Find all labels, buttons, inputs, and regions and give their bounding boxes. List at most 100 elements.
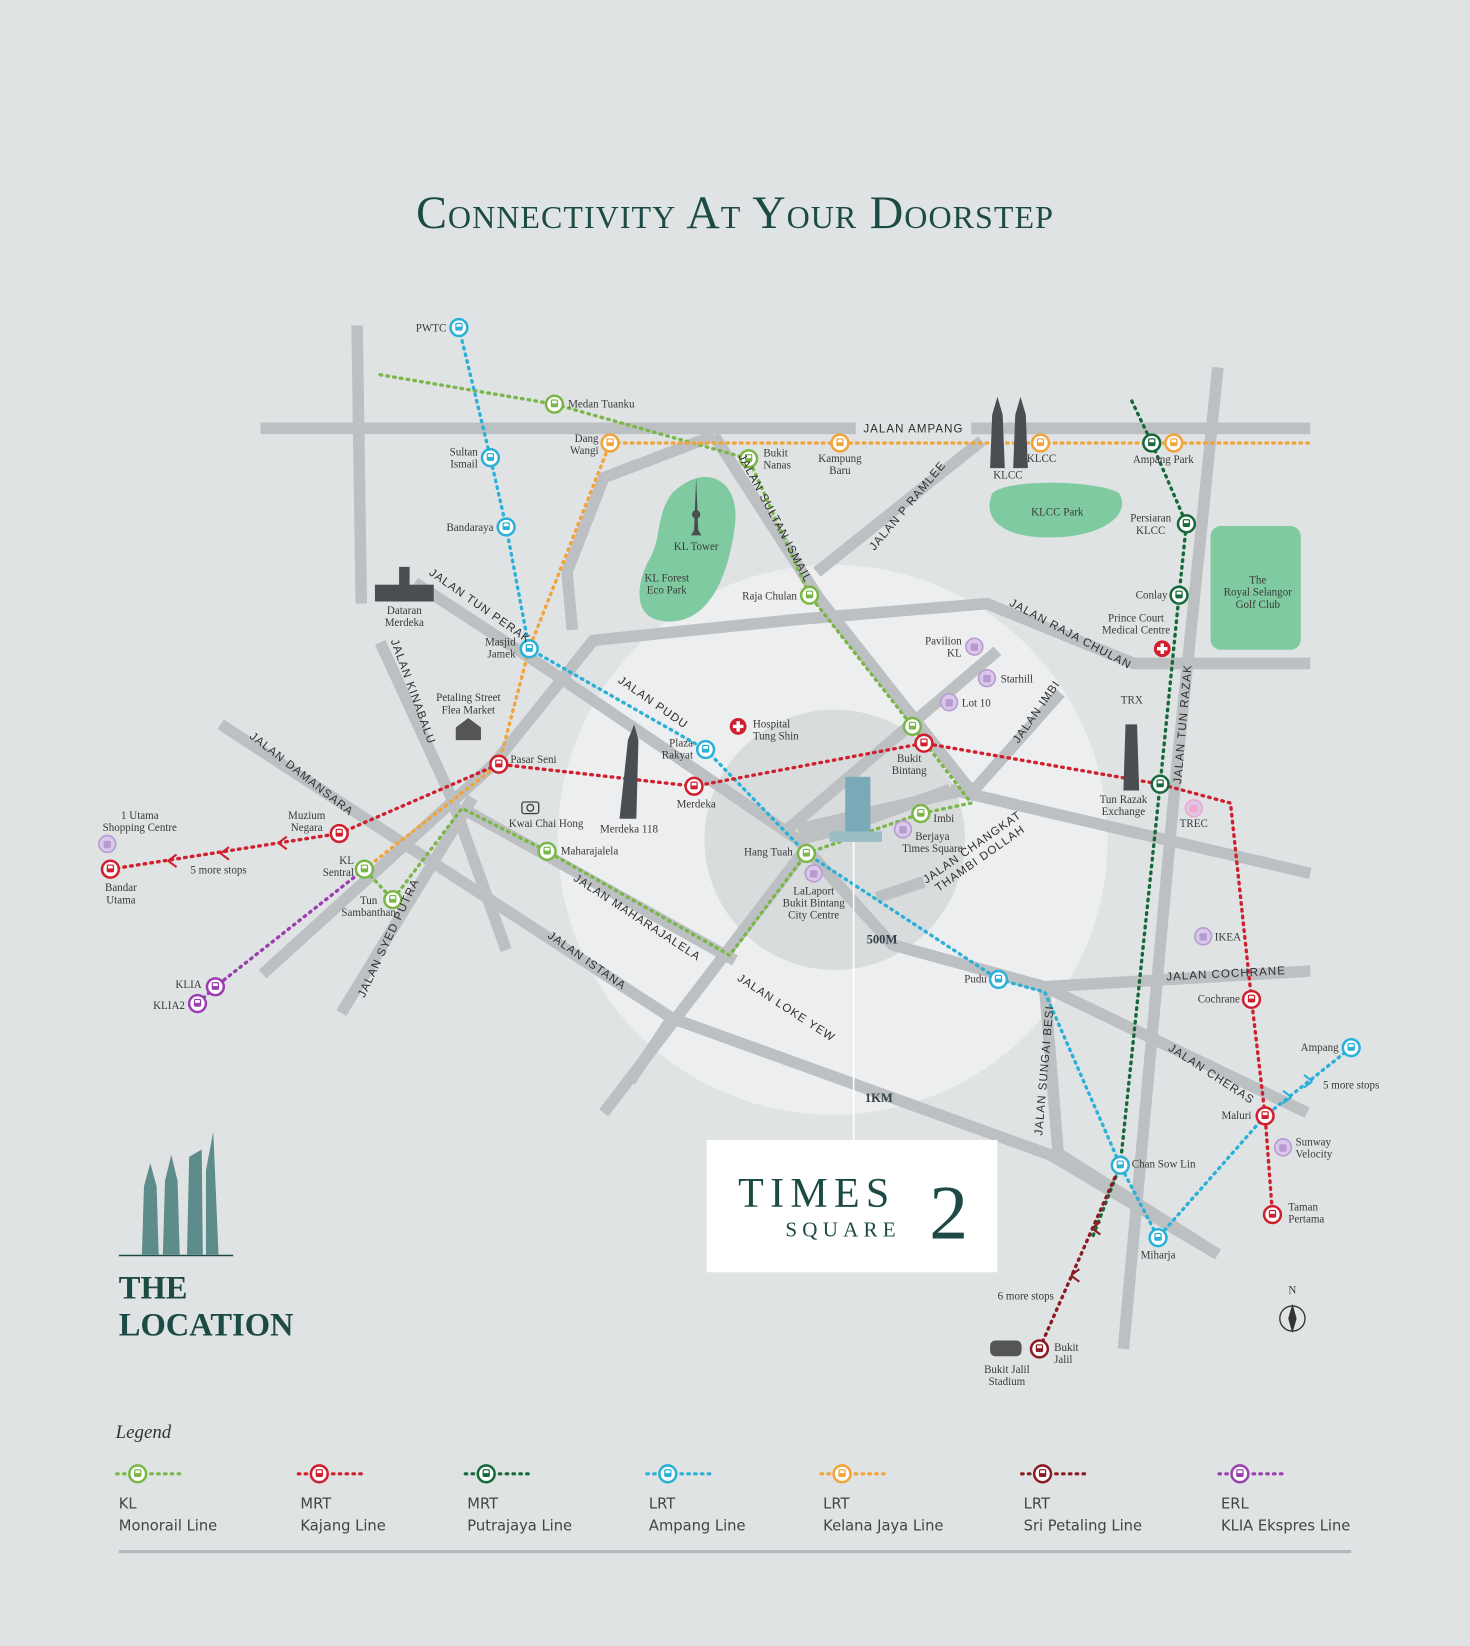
logo-square: SQUARE bbox=[785, 1218, 900, 1242]
legend-type: KL bbox=[119, 1495, 138, 1512]
station-tun-razak-exchange-icon[interactable] bbox=[1150, 774, 1170, 794]
road-segment bbox=[1038, 986, 1065, 1156]
station-masjid-jamek-icon[interactable] bbox=[519, 639, 539, 659]
station-tun-sambanthan-icon[interactable] bbox=[383, 889, 403, 910]
station-klia2-icon[interactable] bbox=[187, 993, 208, 1014]
lalaport-shopping-icon[interactable] bbox=[804, 864, 823, 883]
location-line2: LOCATION bbox=[119, 1307, 294, 1343]
lot10-shopping-icon[interactable] bbox=[939, 693, 959, 712]
station-bandaraya-icon[interactable] bbox=[496, 517, 516, 537]
station-label-imbi: Imbi bbox=[933, 813, 954, 825]
station-bukit-bintang-icon[interactable] bbox=[902, 716, 923, 737]
landmark-label-kl-forest-text: Eco Park bbox=[647, 585, 688, 597]
station-label-persiaran-klcc-text: Persiaran bbox=[1130, 513, 1171, 525]
station-label-conlay-text: Conlay bbox=[1136, 589, 1168, 601]
kwai-chai-hong-camera-icon[interactable] bbox=[521, 801, 540, 815]
station-label-kampung-baru-text: Kampung bbox=[818, 453, 862, 465]
tung-shin-hospital-icon[interactable] bbox=[729, 718, 747, 735]
ikea-shopping-icon[interactable] bbox=[1194, 927, 1213, 946]
prince-court-hospital-icon[interactable] bbox=[1153, 640, 1171, 658]
north-label: N bbox=[1288, 1284, 1296, 1296]
station-imbi-icon[interactable] bbox=[911, 803, 931, 824]
landmark-label-petaling-text: Petaling Street bbox=[436, 692, 501, 704]
station-kl-sentral-icon[interactable] bbox=[354, 859, 375, 879]
legend-monorail-train-icon bbox=[128, 1464, 148, 1484]
legend-kelana-train-icon bbox=[832, 1464, 852, 1484]
landmark-label-golf-text: Golf Club bbox=[1236, 599, 1281, 611]
station-ampang-icon[interactable] bbox=[1341, 1037, 1361, 1058]
station-medan-tuanku-icon[interactable] bbox=[544, 394, 565, 414]
direction-arrow-icon bbox=[1282, 1089, 1292, 1105]
station-raja-chulan-icon[interactable] bbox=[799, 585, 820, 605]
landmark-label-golf-text: The bbox=[1249, 575, 1266, 587]
kl-tower-icon bbox=[690, 477, 702, 536]
station-miharja-icon[interactable] bbox=[1148, 1227, 1168, 1248]
berjaya-shopping-icon[interactable] bbox=[893, 820, 913, 839]
station-plaza-rakyat-icon[interactable] bbox=[695, 739, 716, 760]
station-bukit-jalil-icon[interactable] bbox=[1029, 1339, 1050, 1359]
page-title: Connectivity At Your Doorstep bbox=[416, 187, 1054, 238]
station-label-maluri-text: Maluri bbox=[1221, 1110, 1251, 1122]
station-klia-icon[interactable] bbox=[205, 977, 226, 997]
station-cochrane-icon[interactable] bbox=[1241, 989, 1262, 1010]
station-pwtc-icon[interactable] bbox=[449, 317, 469, 338]
kl-skyline-icon bbox=[118, 1131, 234, 1257]
station-ampang-park-icon[interactable] bbox=[1164, 433, 1184, 453]
station-label-ampang-text: Ampang bbox=[1301, 1042, 1339, 1054]
station-pasar-seni-icon[interactable] bbox=[489, 754, 509, 774]
poi-label-prince-court-text: Prince Court bbox=[1108, 612, 1164, 624]
clock-tower-icon bbox=[399, 566, 410, 586]
station-conlay-icon[interactable] bbox=[1169, 585, 1189, 605]
note-more-stops-south: 6 more stops bbox=[998, 1291, 1054, 1303]
station-ampang-park-icon[interactable] bbox=[1142, 433, 1162, 453]
station-taman-pertama-icon[interactable] bbox=[1262, 1204, 1283, 1225]
starhill-shopping-icon[interactable] bbox=[977, 668, 997, 688]
pavilion-shopping-icon[interactable] bbox=[965, 637, 984, 656]
station-sultan-ismail-icon[interactable] bbox=[480, 448, 501, 468]
station-bukit-nanas-icon[interactable] bbox=[738, 449, 759, 469]
station-chan-sow-lin-icon[interactable] bbox=[1110, 1155, 1130, 1175]
road-segment bbox=[625, 1015, 677, 1085]
station-maharajalela-icon[interactable] bbox=[537, 841, 557, 862]
station-persiaran-klcc-icon[interactable] bbox=[1176, 514, 1197, 534]
station-bandar-utama-icon[interactable] bbox=[100, 859, 121, 879]
legend-type: LRT bbox=[823, 1495, 850, 1512]
station-klcc-icon[interactable] bbox=[1030, 433, 1051, 453]
legend-type: ERL bbox=[1221, 1495, 1249, 1512]
logo-times: TIMES bbox=[738, 1171, 895, 1217]
station-hang-tuah-icon[interactable] bbox=[796, 843, 817, 864]
legend-type: LRT bbox=[649, 1495, 676, 1512]
station-label-medan-tuanku: Medan Tuanku bbox=[568, 398, 635, 410]
landmark-label-trx-text: TRX bbox=[1121, 694, 1143, 706]
station-pudu-icon[interactable] bbox=[988, 969, 1009, 990]
station-label-cochrane: Cochrane bbox=[1198, 994, 1240, 1006]
sunway-shopping-icon[interactable] bbox=[1273, 1138, 1293, 1157]
landmark-label-dataran-text: Merdeka bbox=[385, 617, 424, 629]
legend-ampang-train-icon bbox=[658, 1464, 678, 1484]
station-bukit-bintang-icon[interactable] bbox=[914, 733, 934, 753]
station-label-bukit-nanas-text: Nanas bbox=[763, 460, 791, 472]
station-muzium-negara-icon[interactable] bbox=[329, 823, 349, 844]
station-label-hang-tuah: Hang Tuah bbox=[744, 847, 793, 859]
road-label-text: JALAN AMPANG bbox=[863, 423, 963, 435]
ampang-line bbox=[457, 325, 1353, 1241]
one-utama-shopping-icon[interactable] bbox=[98, 834, 117, 854]
trec-shopping-icon[interactable] bbox=[1184, 799, 1203, 818]
station-merdeka-icon[interactable] bbox=[684, 776, 704, 796]
landmark-label-dataran-text: Dataran bbox=[387, 605, 422, 617]
station-kampung-baru-icon[interactable] bbox=[830, 433, 850, 453]
station-label-kampung-baru-text: Baru bbox=[829, 465, 851, 477]
station-maluri-icon[interactable] bbox=[1255, 1106, 1275, 1126]
station-dang-wangi-icon[interactable] bbox=[600, 433, 620, 453]
legend-name: Putrajaya Line bbox=[467, 1518, 572, 1535]
